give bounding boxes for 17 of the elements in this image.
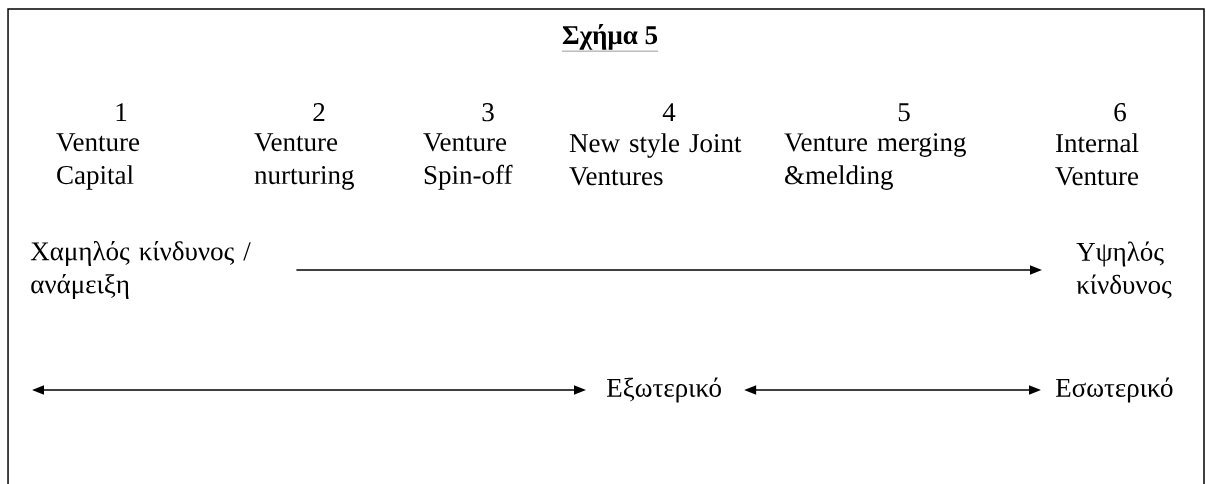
scale-label: Χαμηλός κίνδυνος / ανάμειξη <box>30 241 251 299</box>
stage-name: New style Joint Ventures <box>569 133 742 186</box>
stage-number: 5 <box>898 103 910 122</box>
stage-name: Venture nurturing <box>254 133 354 190</box>
stage-number: 1 <box>116 103 127 121</box>
stage-number: 6 <box>1114 103 1126 122</box>
stage-name: Venture merging &melding <box>784 133 966 190</box>
scale-label: Υψηλός κίνδυνος <box>1076 241 1172 299</box>
stage-name: Venture Spin-off <box>423 133 513 190</box>
stage-number: 2 <box>313 103 325 121</box>
scale-label: Εξωτερικό <box>607 377 721 403</box>
figure-title: Σχήμα 5 <box>561 23 659 52</box>
stage-number: 4 <box>662 103 676 121</box>
stage-name: Venture Capital <box>56 133 140 190</box>
stage-number: 3 <box>482 103 494 122</box>
scale-label: Εσωτερικό <box>1056 377 1173 403</box>
stage-name: Internal Venture <box>1055 133 1139 186</box>
